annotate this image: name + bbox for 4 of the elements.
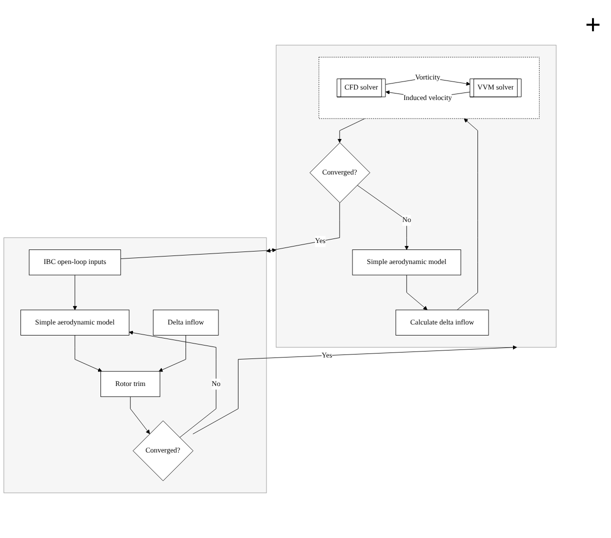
cluster: [276, 44, 556, 348]
cluster: [4, 237, 267, 494]
plus-sign: +: [585, 10, 601, 42]
cluster: [318, 56, 540, 119]
